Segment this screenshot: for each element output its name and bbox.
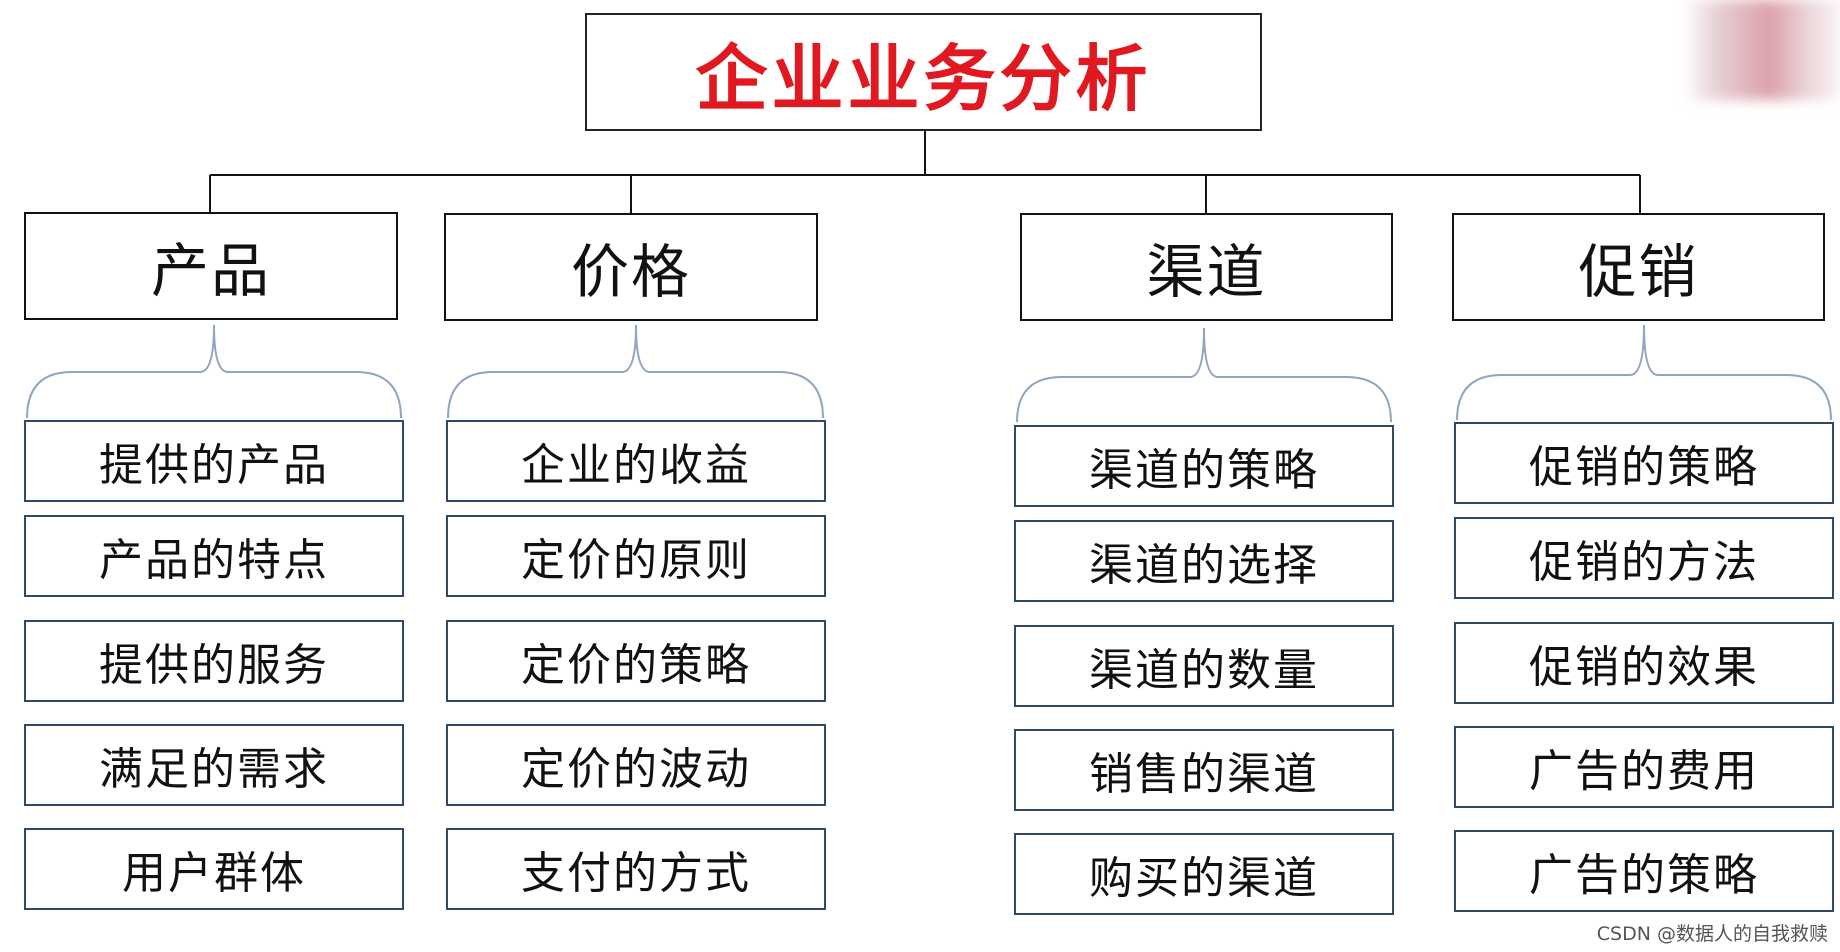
item-label: 定价的原则 xyxy=(521,535,751,586)
item-label: 用户群体 xyxy=(122,848,306,899)
brace-price xyxy=(447,324,824,419)
blurred-avatar-decoration xyxy=(1683,0,1840,100)
item-label: 支付的方式 xyxy=(521,848,751,899)
item-label: 定价的策略 xyxy=(521,640,751,691)
list-item: 用户群体 xyxy=(24,828,404,910)
category-product: 产品 xyxy=(24,212,398,320)
category-label: 促销 xyxy=(1578,238,1699,306)
item-label: 提供的服务 xyxy=(99,640,329,691)
item-label: 促销的策略 xyxy=(1529,442,1759,493)
list-item: 定价的原则 xyxy=(446,515,826,597)
item-label: 产品的特点 xyxy=(99,535,329,586)
item-label: 促销的效果 xyxy=(1529,642,1759,693)
root-label: 企业业务分析 xyxy=(695,36,1152,121)
list-item: 促销的效果 xyxy=(1454,622,1834,704)
list-item: 促销的策略 xyxy=(1454,422,1834,504)
watermark: CSDN @数据人的自我救赎 xyxy=(1596,923,1828,945)
item-label: 渠道的策略 xyxy=(1089,445,1319,496)
item-label: 企业的收益 xyxy=(521,440,751,491)
list-item: 购买的渠道 xyxy=(1014,833,1394,915)
category-price: 价格 xyxy=(444,213,818,321)
brace-promotion xyxy=(1456,324,1832,421)
item-label: 提供的产品 xyxy=(99,440,329,491)
list-item: 渠道的策略 xyxy=(1014,425,1394,507)
category-label: 价格 xyxy=(570,238,691,306)
category-label: 产品 xyxy=(150,237,271,305)
item-label: 促销的方法 xyxy=(1529,537,1759,588)
list-item: 定价的策略 xyxy=(446,620,826,702)
category-promotion: 促销 xyxy=(1452,213,1825,321)
item-label: 销售的渠道 xyxy=(1089,749,1319,800)
item-label: 定价的波动 xyxy=(521,744,751,795)
item-label: 广告的费用 xyxy=(1529,746,1759,797)
list-item: 渠道的数量 xyxy=(1014,625,1394,707)
brace-product xyxy=(26,324,402,419)
root-node: 企业业务分析 xyxy=(585,13,1262,131)
category-label: 渠道 xyxy=(1146,238,1267,306)
list-item: 促销的方法 xyxy=(1454,517,1834,599)
list-item: 提供的产品 xyxy=(24,420,404,502)
item-label: 渠道的数量 xyxy=(1089,645,1319,696)
list-item: 产品的特点 xyxy=(24,515,404,597)
item-label: 购买的渠道 xyxy=(1089,853,1319,904)
list-item: 满足的需求 xyxy=(24,724,404,806)
item-label: 渠道的选择 xyxy=(1089,540,1319,591)
list-item: 渠道的选择 xyxy=(1014,520,1394,602)
item-label: 满足的需求 xyxy=(99,744,329,795)
list-item: 广告的策略 xyxy=(1454,830,1834,912)
list-item: 企业的收益 xyxy=(446,420,826,502)
list-item: 广告的费用 xyxy=(1454,726,1834,808)
brace-channel xyxy=(1016,327,1392,423)
list-item: 提供的服务 xyxy=(24,620,404,702)
category-channel: 渠道 xyxy=(1020,213,1393,321)
list-item: 定价的波动 xyxy=(446,724,826,806)
item-label: 广告的策略 xyxy=(1529,850,1759,901)
list-item: 支付的方式 xyxy=(446,828,826,910)
list-item: 销售的渠道 xyxy=(1014,729,1394,811)
